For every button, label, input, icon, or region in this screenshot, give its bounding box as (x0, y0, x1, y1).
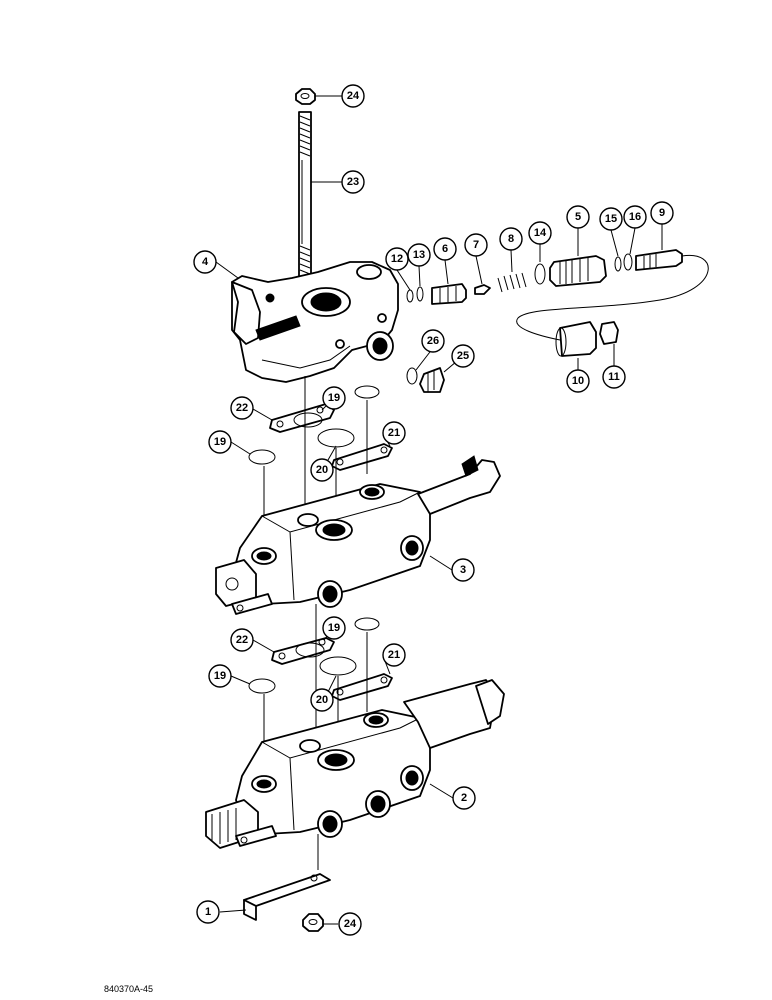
seal-set-upper (248, 385, 393, 471)
callout-20-upper: 20 (310, 458, 334, 482)
callout-number: 3 (460, 564, 466, 576)
callout-number: 4 (202, 256, 209, 268)
callout-7: 7 (464, 233, 488, 257)
callout-23: 23 (341, 170, 365, 194)
callout-22-lower: 22 (230, 628, 254, 652)
callout-number: 12 (391, 253, 403, 265)
callout-1: 1 (196, 900, 220, 924)
bottom-nut (302, 913, 324, 932)
callout-number: 2 (461, 792, 467, 804)
callout-24-top: 24 (341, 84, 365, 108)
cover-section (231, 261, 399, 383)
callout-number: 26 (427, 335, 439, 347)
callout-19-upper-right: 19 (322, 386, 346, 410)
callout-number: 19 (328, 392, 340, 404)
callout-number: 13 (413, 249, 425, 261)
callout-number: 19 (214, 670, 226, 682)
callout-13: 13 (407, 243, 431, 267)
callout-number: 25 (457, 350, 469, 362)
callout-6: 6 (433, 237, 457, 261)
callout-15: 15 (599, 207, 623, 231)
callout-3: 3 (451, 558, 475, 582)
callout-19-lower-left: 19 (208, 664, 232, 688)
callout-number: 7 (473, 239, 479, 251)
callout-number: 8 (508, 233, 514, 245)
callout-number: 10 (572, 375, 584, 387)
callout-number: 23 (347, 176, 359, 188)
callout-5: 5 (566, 205, 590, 229)
seal-set-lower (248, 617, 393, 701)
callout-number: 1 (205, 906, 211, 918)
callout-20-lower: 20 (310, 688, 334, 712)
callout-number: 21 (388, 427, 400, 439)
callout-number: 15 (605, 213, 617, 225)
tie-stud (298, 111, 312, 281)
callout-2: 2 (452, 786, 476, 810)
callout-14: 14 (528, 221, 552, 245)
callout-number: 19 (214, 436, 226, 448)
callout-number: 24 (344, 918, 357, 930)
mounting-bracket (243, 873, 331, 921)
callout-10: 10 (566, 369, 590, 393)
callout-number: 16 (629, 211, 641, 223)
callout-12: 12 (385, 247, 409, 271)
callout-number: 24 (347, 90, 360, 102)
callout-24-bottom: 24 (338, 912, 362, 936)
callout-26: 26 (421, 329, 445, 353)
callout-16: 16 (623, 205, 647, 229)
callout-number: 11 (608, 371, 620, 383)
plug-and-cap (555, 321, 619, 357)
callout-25: 25 (451, 344, 475, 368)
callout-number: 20 (316, 694, 328, 706)
valve-section-lower (205, 679, 505, 849)
callout-number: 19 (328, 622, 340, 634)
callout-number: 20 (316, 464, 328, 476)
callout-number: 6 (442, 243, 448, 255)
callout-8: 8 (499, 227, 523, 251)
callout-21-upper: 21 (382, 421, 406, 445)
callout-22-upper: 22 (230, 396, 254, 420)
port-plug (406, 367, 445, 393)
valve-section-upper (215, 455, 501, 615)
callout-number: 21 (388, 649, 400, 661)
callout-4: 4 (193, 250, 217, 274)
callout-number: 5 (575, 211, 581, 223)
callout-19-lower-right: 19 (322, 616, 346, 640)
callout-9: 9 (650, 201, 674, 225)
top-nut (295, 88, 316, 105)
callout-number: 14 (534, 227, 547, 239)
callout-number: 22 (236, 402, 248, 414)
callout-number: 9 (659, 207, 665, 219)
callout-number: 22 (236, 634, 248, 646)
callout-19-upper-left: 19 (208, 430, 232, 454)
callout-leaders (215, 95, 663, 925)
callout-21-lower: 21 (382, 643, 406, 667)
callout-11: 11 (602, 365, 626, 389)
reference-code: 840370A-45 (104, 984, 153, 994)
relief-valve-stack (406, 249, 683, 305)
